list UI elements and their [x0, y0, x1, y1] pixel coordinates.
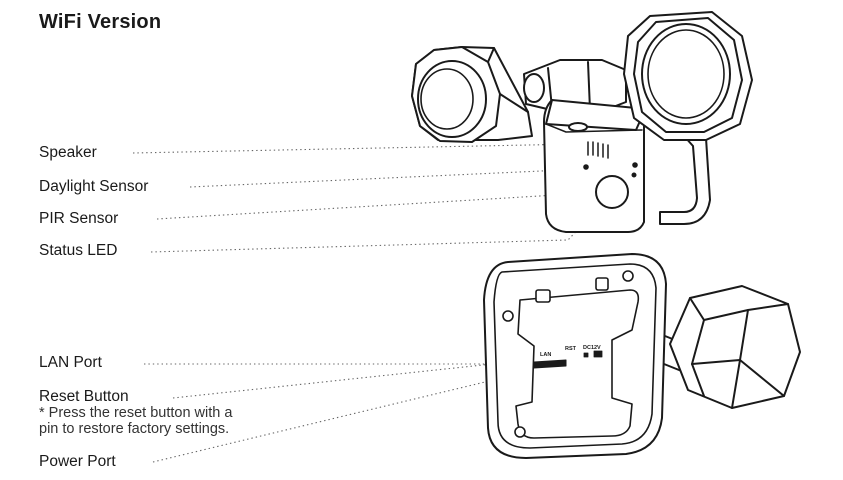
speaker-grille	[587, 141, 609, 159]
power-port-leader	[152, 354, 598, 463]
reset-button-label: Reset Button	[39, 388, 129, 405]
lan-port-label: LAN Port	[39, 354, 102, 371]
daylight-sensor-dot	[583, 164, 589, 170]
daylight-sensor-label: Daylight Sensor	[39, 178, 149, 195]
pir-sensor-label: PIR Sensor	[39, 210, 119, 227]
reset-port-marking: RST	[565, 346, 577, 352]
pir-leader	[156, 191, 607, 220]
dc-port-marking: DC12V	[583, 345, 601, 351]
floodlight-camera	[411, 11, 753, 233]
speaker-leader	[132, 143, 579, 154]
power-port	[593, 350, 603, 358]
leader-lines	[132, 143, 637, 463]
latch-left	[535, 289, 551, 303]
reset-note-line-2: pin to restore factory settings.	[39, 421, 230, 437]
hex-joint	[669, 285, 801, 409]
lan-port-marking: LAN	[540, 352, 551, 358]
reset-note: * Press the reset button with a pin to r…	[39, 405, 232, 437]
speaker-label: Speaker	[39, 144, 97, 161]
latch-right	[595, 277, 609, 291]
status-led-label: Status LED	[39, 242, 118, 259]
left-lamp	[411, 46, 533, 143]
reset-button	[583, 352, 589, 358]
right-lamp	[623, 11, 753, 141]
reset-note-line-1: * Press the reset button with a	[39, 405, 233, 421]
camera-body	[543, 99, 645, 233]
screw-hole-bottom	[514, 426, 526, 438]
lan-port	[533, 359, 567, 369]
pir-sensor	[595, 175, 629, 209]
daylight-leader	[189, 168, 586, 188]
screw-hole-right	[622, 270, 634, 282]
status-led-dot	[632, 162, 638, 168]
mounting-arm	[659, 135, 711, 225]
power-port-label: Power Port	[39, 453, 116, 470]
diagram-title: WiFi Version	[39, 11, 162, 33]
reset-button-leader	[172, 353, 587, 399]
mount-bracket: LAN RST DC12V	[483, 253, 801, 459]
screw-hole-left	[502, 310, 514, 322]
